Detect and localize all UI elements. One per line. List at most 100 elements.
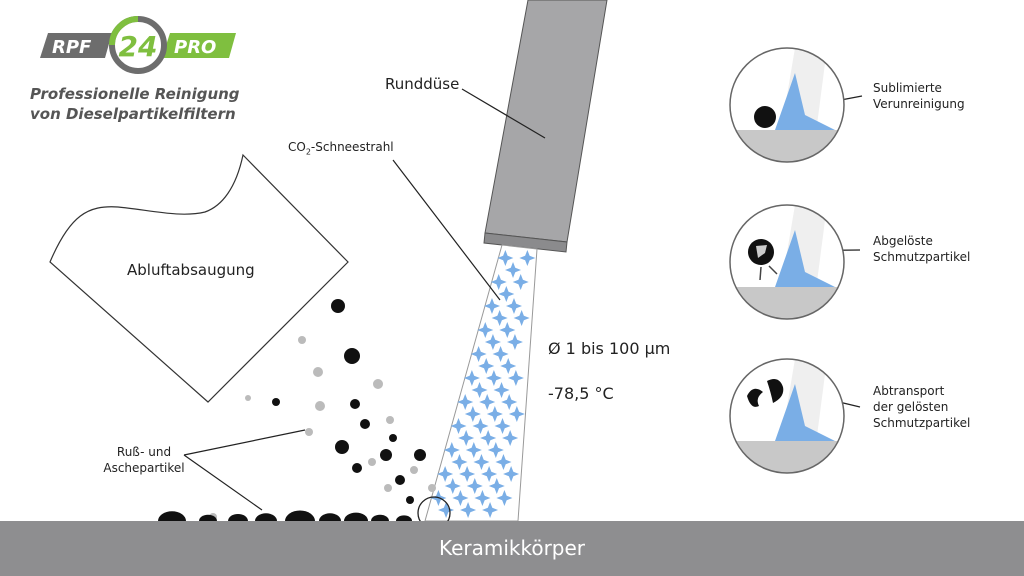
snow-crystal xyxy=(507,370,524,386)
snow-crystal xyxy=(457,394,474,410)
snow-crystal xyxy=(501,394,518,410)
snow-crystal xyxy=(500,358,517,374)
sublimated-particle xyxy=(754,106,776,128)
snow-crystal xyxy=(481,466,498,482)
tagline-line1: Professionelle Reinigung xyxy=(30,85,240,103)
soot-particle xyxy=(331,299,345,313)
nozzle xyxy=(483,0,608,253)
step1-label-line1: Sublimierte xyxy=(873,81,942,95)
snow-crystal xyxy=(438,502,455,518)
snow-crystal xyxy=(505,298,522,314)
snow-crystal xyxy=(496,490,513,506)
ash-particle xyxy=(428,484,436,492)
exhaust-label: Abluftabsaugung xyxy=(127,261,255,279)
soot-leader-lower xyxy=(183,454,263,511)
ash-particle xyxy=(368,458,376,466)
nozzle-leader xyxy=(461,88,546,139)
jet-label: CO2-Schneestrahl xyxy=(288,140,394,156)
ash-particle xyxy=(305,428,313,436)
temperature-label: -78,5 °C xyxy=(548,384,614,403)
snow-crystal xyxy=(472,418,489,434)
step-outline xyxy=(729,204,845,320)
step-contents xyxy=(730,48,844,162)
snow-crystals xyxy=(430,250,536,518)
snow-crystal xyxy=(487,442,504,458)
logo-right-text: PRO xyxy=(174,37,216,58)
soot-particle xyxy=(414,449,426,461)
ash-particle xyxy=(384,484,392,492)
ash-particle xyxy=(386,416,394,424)
logo-ring-accent xyxy=(109,16,139,46)
soot-particle xyxy=(350,399,360,409)
snow-crystal xyxy=(502,430,519,446)
soot-particle xyxy=(380,449,392,461)
step1-label: Sublimierte Verunreinigung xyxy=(873,80,965,112)
snow-crystal xyxy=(460,502,477,518)
soot-label: Ruß- und Aschepartikel xyxy=(96,444,192,476)
ash-particle xyxy=(410,466,418,474)
snow-crystal xyxy=(484,334,501,350)
snow-crystal xyxy=(480,430,497,446)
step-outline xyxy=(729,358,845,474)
snow-crystal xyxy=(473,454,490,470)
snow-crystal xyxy=(477,322,494,338)
soot-leader-upper xyxy=(183,429,306,456)
snow-crystal xyxy=(499,322,516,338)
process-step-3 xyxy=(729,358,845,474)
ceramic-body-label: Keramikkörper xyxy=(438,536,586,560)
tagline-line2: von Dieselpartikelfiltern xyxy=(30,105,236,123)
nozzle-body xyxy=(484,0,608,243)
ash-particle xyxy=(313,367,323,377)
jet-leader xyxy=(392,159,501,301)
snow-crystal xyxy=(486,406,503,422)
step-ceramic-surface xyxy=(730,441,844,473)
ash-particle xyxy=(315,401,325,411)
snow-crystal xyxy=(492,346,509,362)
snow-crystal xyxy=(519,250,536,266)
snow-crystal xyxy=(495,454,512,470)
snow-crystal xyxy=(482,502,499,518)
soot-particle xyxy=(272,398,280,406)
snow-crystal xyxy=(513,310,530,326)
snow-crystal xyxy=(451,454,468,470)
snow-crystal xyxy=(443,442,460,458)
snow-crystal xyxy=(478,358,495,374)
nozzle-label: Runddüse xyxy=(385,75,460,93)
step-contents xyxy=(730,205,844,319)
removed-particle-2 xyxy=(767,379,784,403)
snow-crystal xyxy=(458,430,475,446)
snow-crystal xyxy=(463,370,480,386)
snow-crystal xyxy=(498,286,515,302)
snow-crystal xyxy=(450,418,467,434)
soot-particle xyxy=(352,463,362,473)
soot-particle xyxy=(406,496,414,504)
step-contents xyxy=(730,359,844,473)
ash-particle xyxy=(298,336,306,344)
snow-crystal xyxy=(470,346,487,362)
snow-crystal xyxy=(465,442,482,458)
snow-crystal xyxy=(506,334,523,350)
snow-crystal xyxy=(479,394,496,410)
snow-crystal xyxy=(491,310,508,326)
ceramic-body xyxy=(0,521,1024,576)
process-steps xyxy=(729,47,845,474)
snow-crystal xyxy=(474,490,491,506)
step2-label: Abgelöste Schmutzpartikel xyxy=(873,233,970,265)
tagline: Professionelle Reinigung von Dieselparti… xyxy=(30,84,240,124)
step3-label-line1: Abtransport xyxy=(873,384,945,398)
snow-crystal xyxy=(437,466,454,482)
particle-core xyxy=(756,245,767,258)
nozzle-tip xyxy=(483,232,568,253)
soot-particle xyxy=(335,440,349,454)
soot-particle xyxy=(344,348,360,364)
logo-number: 24 xyxy=(119,30,158,63)
snow-crystal xyxy=(483,298,500,314)
snow-crystal xyxy=(512,274,529,290)
step2-label-line1: Abgelöste xyxy=(873,234,933,248)
snow-crystal xyxy=(459,466,476,482)
step1-label-line2: Verunreinigung xyxy=(873,97,965,111)
snow-crystal xyxy=(464,406,481,422)
soot-particle xyxy=(360,419,370,429)
lift-arrow-left xyxy=(759,266,762,281)
jet-label-suffix: -Schneestrahl xyxy=(310,140,394,154)
